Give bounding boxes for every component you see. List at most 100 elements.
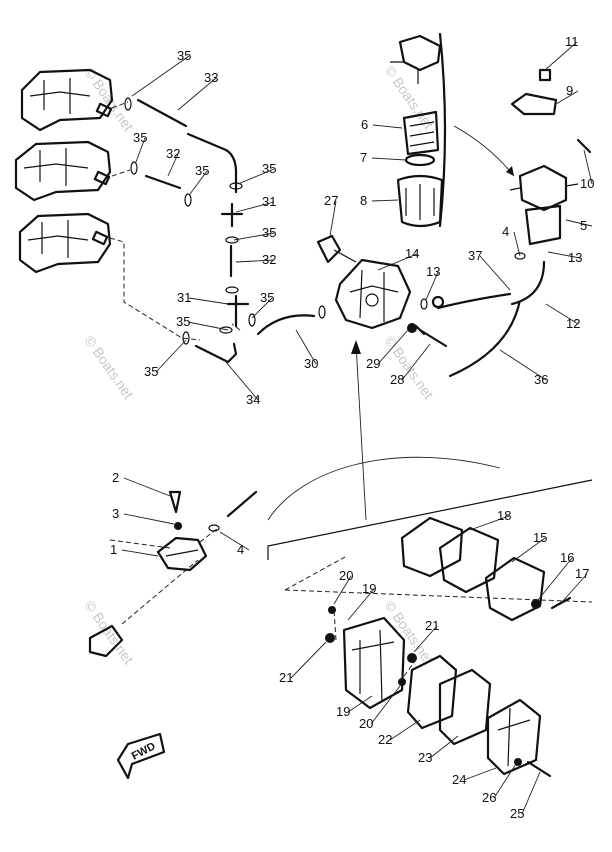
callout-leader	[290, 641, 327, 679]
callout-leader	[225, 361, 259, 401]
forward-arrow: FWD	[116, 732, 166, 780]
callout-label: 18	[497, 508, 511, 523]
clip-35	[130, 161, 138, 175]
callout-leader	[463, 767, 497, 781]
callout-label: 17	[575, 566, 589, 581]
callout-label: 25	[510, 806, 524, 821]
watermark-text: © Boats.net	[82, 598, 137, 667]
callout-leader	[295, 329, 317, 365]
bracket-9	[510, 92, 558, 116]
watermarks: © Boats.net © Boats.net © Boats.net © Bo…	[82, 63, 437, 667]
callout-label: 33	[204, 70, 218, 85]
tee-fittings	[220, 202, 250, 328]
fuel-pump-assembly	[316, 234, 448, 348]
callout-label: 27	[324, 193, 338, 208]
callout-label: 4	[237, 542, 244, 557]
callout-label: 3	[112, 506, 119, 521]
joint-1	[156, 536, 208, 572]
callout-leader	[347, 695, 373, 713]
callout-label: 36	[534, 372, 548, 387]
washer-20	[328, 606, 336, 614]
callout-leader	[547, 251, 581, 259]
callout-label: 20	[339, 568, 353, 583]
hose-12	[510, 260, 546, 306]
cover-24	[486, 698, 542, 776]
callout-leader	[401, 343, 431, 381]
filter-cap	[398, 34, 442, 72]
callout-leader	[177, 77, 217, 111]
callout-leader	[544, 41, 578, 71]
callout-leader	[187, 321, 229, 331]
callout-leader	[329, 200, 337, 237]
callout-leader	[233, 232, 275, 241]
fuel-pump-14	[334, 258, 412, 330]
callout-label: 14	[405, 246, 419, 261]
callout-label: 20	[359, 716, 373, 731]
callout-leader	[131, 55, 190, 97]
nut-21	[407, 653, 417, 663]
nut-11	[538, 68, 552, 82]
callout-label: 23	[418, 750, 432, 765]
callout-leader	[123, 477, 171, 497]
callout-leader	[389, 719, 421, 741]
callout-label: 19	[336, 704, 350, 719]
callout-label: 10	[580, 176, 594, 191]
clip-35	[124, 97, 132, 111]
spring-16	[531, 599, 541, 609]
callout-leader	[189, 170, 208, 195]
callout-label: 24	[452, 772, 466, 787]
callout-label: 35	[133, 130, 147, 145]
callout-leader	[333, 575, 352, 605]
callout-label: 35	[262, 161, 276, 176]
diaphragm-23	[438, 668, 492, 746]
watermark-text: © Boats.net	[82, 65, 137, 134]
callout-leader	[469, 515, 510, 531]
callout-leader	[521, 771, 541, 815]
gasket-22	[406, 654, 458, 730]
clip-35	[182, 331, 190, 345]
screw-10	[576, 138, 592, 154]
callout-leader	[511, 537, 546, 563]
washer-20	[398, 678, 406, 686]
callout-label: 31	[177, 290, 191, 305]
callout-label: 35	[260, 290, 274, 305]
fuel-filter-assembly	[453, 68, 592, 260]
callout-leader	[155, 339, 187, 373]
pump-arrow	[267, 340, 593, 560]
hose-34	[194, 342, 238, 364]
fuel-joint-assembly	[88, 490, 220, 658]
callout-label: 29	[366, 356, 380, 371]
callout-label: 32	[166, 146, 180, 161]
hose-32-a	[144, 174, 182, 190]
callout-label: 13	[568, 250, 582, 265]
callout-leader	[545, 303, 579, 325]
watermark-text: © Boats.net	[382, 333, 437, 402]
callout-leaders	[121, 41, 593, 815]
pump-exploded-view	[325, 516, 572, 778]
callout-leader	[377, 329, 409, 365]
callout-leader	[167, 153, 179, 177]
filter-element-6	[402, 110, 440, 156]
nut-21	[325, 633, 335, 643]
clip-35	[248, 313, 256, 327]
callout-label: 35	[144, 364, 158, 379]
hose-30	[256, 314, 316, 336]
bracket-27	[316, 234, 342, 264]
callout-label: 12	[566, 316, 580, 331]
callout-label: 37	[468, 248, 482, 263]
o-ring-7	[404, 153, 436, 167]
callout-leader	[347, 588, 375, 621]
callout-leader	[372, 124, 403, 129]
callout-leader	[135, 137, 146, 163]
callout-label: 28	[390, 372, 404, 387]
callout-leader	[219, 531, 250, 551]
callout-label: 9	[566, 83, 573, 98]
callout-label: 15	[533, 530, 547, 545]
callout-leader	[121, 549, 159, 557]
hose-clips	[124, 97, 326, 345]
cover-18	[400, 516, 464, 578]
gasket	[438, 526, 500, 594]
callout-label: 35	[176, 314, 190, 329]
